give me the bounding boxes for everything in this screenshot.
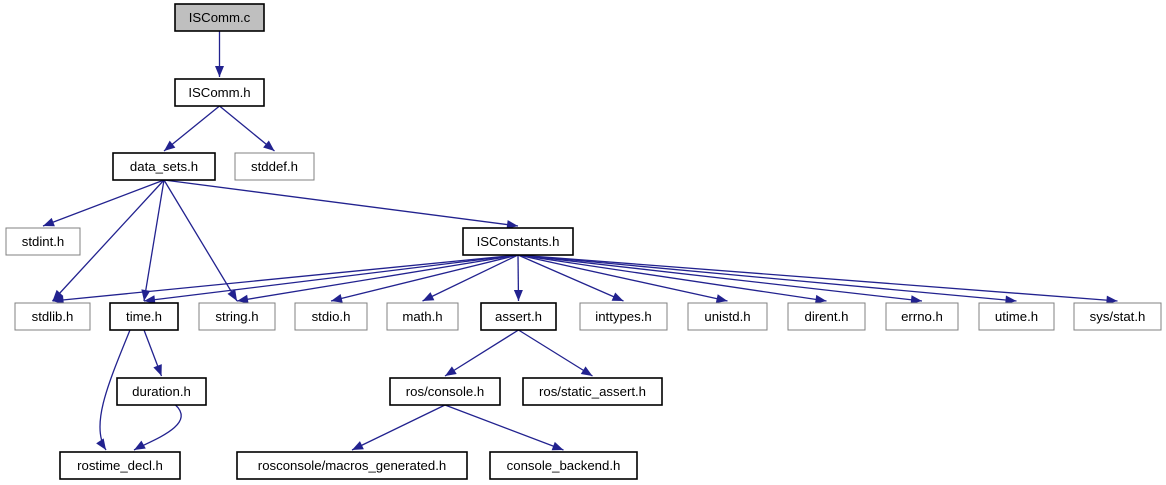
graph-node-iscomm-c[interactable]: ISComm.c	[174, 3, 265, 32]
node-border	[462, 227, 574, 256]
node-border	[787, 302, 866, 331]
node-border	[174, 78, 265, 107]
graph-node-data-sets-h[interactable]: data_sets.h	[112, 152, 216, 181]
node-border	[198, 302, 276, 331]
graph-node-stdint-h[interactable]: stdint.h	[5, 227, 81, 256]
graph-node-console-back-h[interactable]: console_backend.h	[489, 451, 638, 480]
node-border	[14, 302, 91, 331]
node-border	[109, 302, 179, 331]
node-border	[579, 302, 668, 331]
graph-node-dirent-h[interactable]: dirent.h	[787, 302, 866, 331]
graph-node-iscomm-h[interactable]: ISComm.h	[174, 78, 265, 107]
node-border	[687, 302, 768, 331]
graph-node-stddef-h[interactable]: stddef.h	[234, 152, 315, 181]
graph-node-unistd-h[interactable]: unistd.h	[687, 302, 768, 331]
node-border	[885, 302, 959, 331]
graph-node-isconstants-h[interactable]: ISConstants.h	[462, 227, 574, 256]
graph-node-duration-h[interactable]: duration.h	[116, 377, 207, 406]
graph-node-string-h[interactable]: string.h	[198, 302, 276, 331]
node-border	[5, 227, 81, 256]
graph-node-math-h[interactable]: math.h	[386, 302, 459, 331]
node-border	[116, 377, 207, 406]
graph-node-errno-h[interactable]: errno.h	[885, 302, 959, 331]
graph-node-time-h[interactable]: time.h	[109, 302, 179, 331]
node-border	[236, 451, 468, 480]
edge-layer	[42, 31, 1118, 451]
graph-node-sys-stat-h[interactable]: sys/stat.h	[1073, 302, 1162, 331]
graph-node-assert-h[interactable]: assert.h	[480, 302, 557, 331]
node-border	[386, 302, 459, 331]
graph-node-inttypes-h[interactable]: inttypes.h	[579, 302, 668, 331]
graph-node-utime-h[interactable]: utime.h	[978, 302, 1055, 331]
node-border	[480, 302, 557, 331]
node-border	[234, 152, 315, 181]
graph-node-rostime-decl-h[interactable]: rostime_decl.h	[59, 451, 181, 480]
graph-node-ros-static-h[interactable]: ros/static_assert.h	[522, 377, 663, 406]
node-border	[112, 152, 216, 181]
graph-node-stdlib-h[interactable]: stdlib.h	[14, 302, 91, 331]
node-border	[174, 3, 265, 32]
graph-node-ros-console-h[interactable]: ros/console.h	[389, 377, 501, 406]
node-border	[978, 302, 1055, 331]
graph-node-stdio-h[interactable]: stdio.h	[294, 302, 368, 331]
node-border	[389, 377, 501, 406]
node-border	[59, 451, 181, 480]
node-border	[489, 451, 638, 480]
graph-node-macros-gen-h[interactable]: rosconsole/macros_generated.h	[236, 451, 468, 480]
node-border	[522, 377, 663, 406]
node-border	[1073, 302, 1162, 331]
node-border	[294, 302, 368, 331]
